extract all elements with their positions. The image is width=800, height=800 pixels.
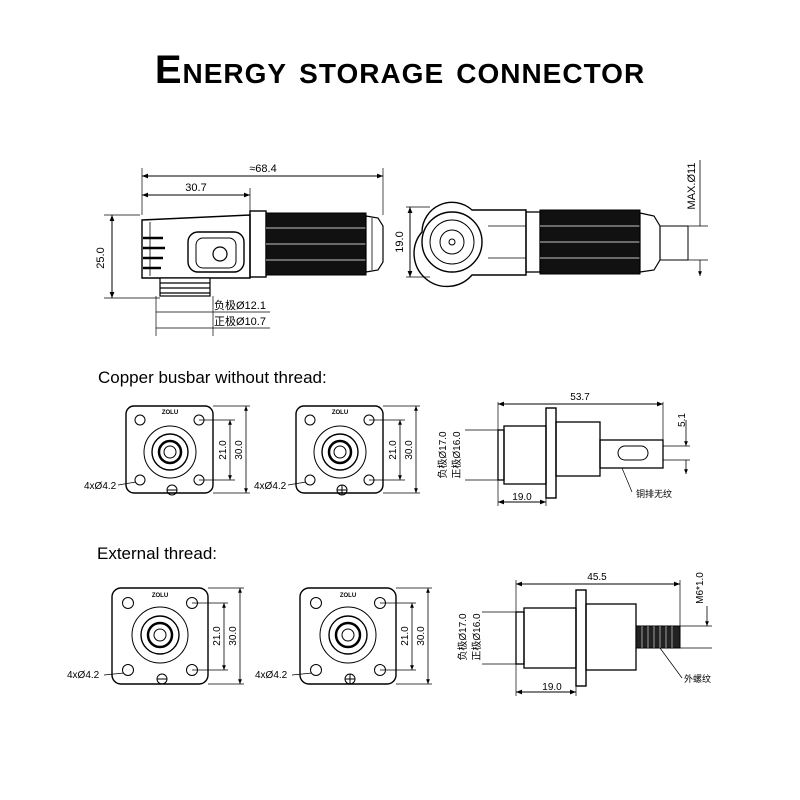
thread-note: 外螺纹 [684,673,711,684]
page-title: Energy storage connector [154,48,646,92]
busbar-flange-a [117,405,250,496]
base-length-label: 19.0 [512,492,532,503]
busbar-heading: Copper busbar without thread: [98,368,327,387]
slot-label: 5.1 [677,413,688,427]
overall-length-label: ≈68.4 [249,163,276,175]
busbar-side-view [465,401,690,506]
pos-dia-label: 正极Ø16.0 [470,613,483,661]
max-dia-label: MAX.Ø11 [686,163,698,210]
height-label: 25.0 [95,247,107,268]
thread-flange-a [103,587,244,685]
busbar-note: 铜排无纹 [636,488,672,499]
holes-label: 4xØ4.2 [84,481,117,492]
neg-dia-label: 负极Ø17.0 [436,431,449,479]
brand-mark: ZOLU [332,410,348,416]
dim-21-label: 21.0 [388,440,399,460]
side-height-label: 19.0 [394,231,406,252]
thread-heading: External thread: [97,544,218,563]
thread-length-label: 45.5 [587,572,607,583]
body-length-label: 30.7 [185,182,206,194]
dim-21-label: 21.0 [212,626,223,646]
holes-label: 4xØ4.2 [255,670,288,681]
brand-mark: ZOLU [152,593,168,599]
top-view-drawing [406,160,708,288]
thread-side-view [482,580,712,696]
holes-label: 4xØ4.2 [67,670,100,681]
base-length-label: 19.0 [542,682,562,693]
dim-30-label: 30.0 [228,626,239,646]
thread-spec-label: M6*1.0 [695,572,706,604]
dim-30-label: 30.0 [404,440,415,460]
busbar-flange-b [287,405,420,496]
side-view-drawing [104,168,384,336]
neg-dia-label: 负极Ø17.0 [456,613,469,661]
neg-pole-label: 负极Ø12.1 [214,298,266,312]
pos-pole-label: 正极Ø10.7 [214,314,266,328]
dim-21-label: 21.0 [218,440,229,460]
brand-mark: ZOLU [340,593,356,599]
pos-dia-label: 正极Ø16.0 [450,431,463,479]
dim-30-label: 30.0 [416,626,427,646]
thread-flange-b [291,587,432,685]
brand-mark: ZOLU [162,410,178,416]
busbar-length-label: 53.7 [570,392,590,403]
holes-label: 4xØ4.2 [254,481,287,492]
dim-30-label: 30.0 [234,440,245,460]
dim-21-label: 21.0 [400,626,411,646]
